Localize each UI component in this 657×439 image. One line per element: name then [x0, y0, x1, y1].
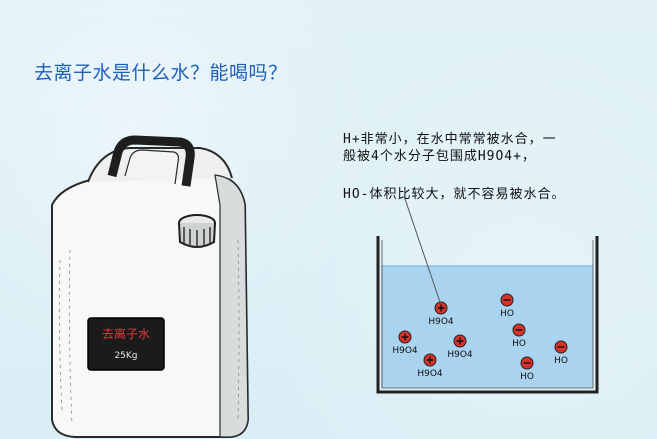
page-title: 去离子水是什么水？能喝吗？ — [34, 62, 288, 84]
canister-label-weight: 25Kg — [114, 351, 137, 361]
beaker-outline-inner — [381, 240, 594, 389]
ion-label: H9O4 — [417, 369, 443, 379]
positive-ion: H9O4 — [392, 330, 418, 356]
canister-label — [87, 317, 165, 371]
ion-label: H9O4 — [428, 317, 454, 327]
water-fill — [381, 266, 593, 388]
plus-sign-icon — [456, 337, 464, 345]
ion-label: HO — [520, 372, 534, 382]
note-line-1: H+非常小，在水中常常被水合，一 — [343, 132, 557, 147]
canister-sketch-lines — [58, 239, 240, 426]
canister-label-title: 去离子水 — [102, 326, 150, 341]
ion-label: H9O4 — [392, 346, 418, 356]
ion-label: HO — [500, 309, 514, 319]
plus-sign-icon — [426, 356, 434, 364]
canister-handle-gap — [124, 149, 180, 185]
negative-ion: HO — [512, 323, 526, 349]
ion-label: HO — [512, 339, 526, 349]
plus-sign-icon — [401, 333, 409, 341]
negative-ion: HO — [500, 293, 514, 319]
canister-cap-ridges — [183, 227, 211, 248]
positive-ion: H9O4 — [417, 353, 443, 379]
canister-handle — [107, 135, 195, 187]
negative-ion: HO — [554, 340, 568, 366]
pointer-line — [403, 195, 441, 303]
note-line-3: HO-体积比较大，就不容易被水合。 — [343, 187, 566, 202]
positive-ion: H9O4 — [428, 301, 454, 327]
plus-sign-icon — [437, 304, 445, 312]
beaker-outline — [376, 236, 599, 394]
negative-ion: HO — [520, 356, 534, 382]
note-line-2: 般被4个水分子包围成H9O4+， — [343, 149, 536, 164]
ion-label: H9O4 — [447, 350, 473, 360]
positive-ion: H9O4 — [447, 334, 473, 360]
canister-side — [214, 174, 249, 438]
ion-label: HO — [554, 356, 568, 366]
